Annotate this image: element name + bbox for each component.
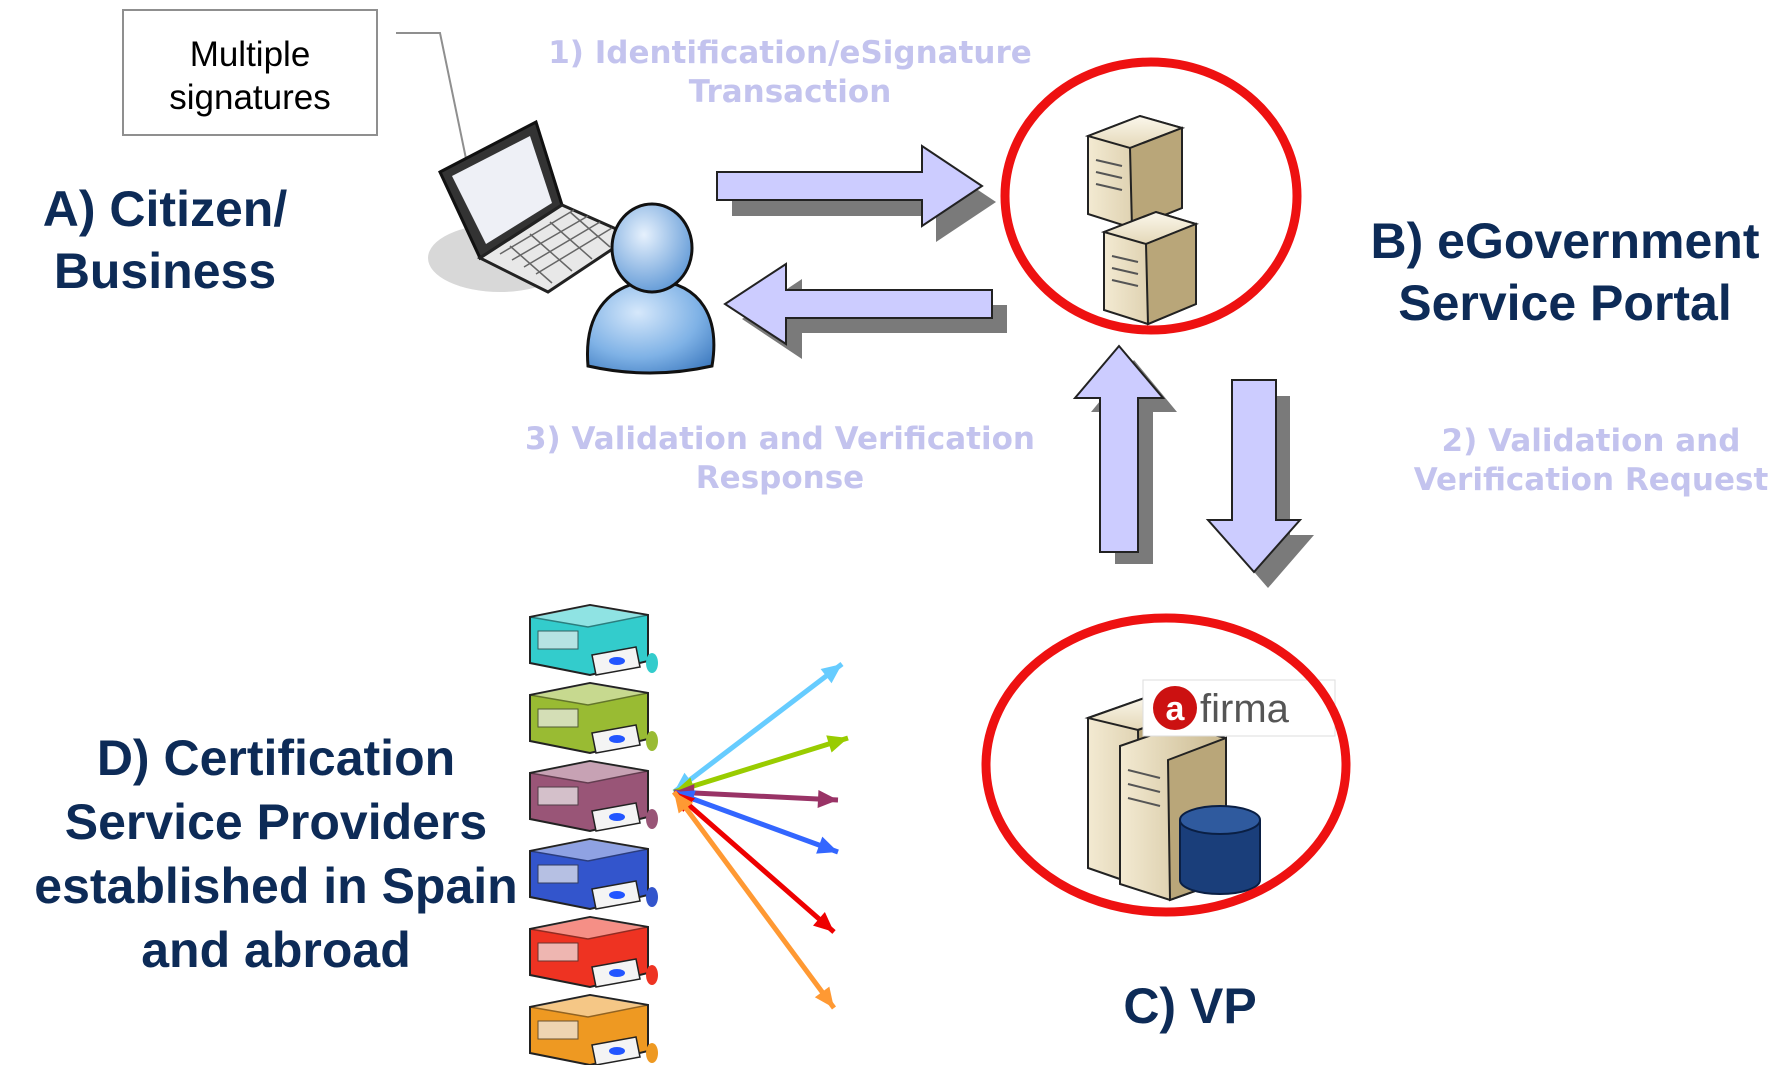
vp-highlight-circle	[981, 613, 1351, 917]
step-1-text: 1) Identification/eSignature Transaction	[548, 35, 1032, 110]
database-icon	[1179, 805, 1261, 895]
step-2-text: 2) Validation and Verification Request	[1413, 423, 1769, 498]
step-3-text: 3) Validation and Verification Response	[524, 421, 1035, 496]
laptop-icon	[428, 119, 636, 294]
vp-label: C) VP	[1123, 978, 1257, 1034]
multiple-signatures-callout: Multiple signatures	[122, 9, 378, 136]
citizen-label: A) Citizen/ Business	[42, 181, 288, 299]
csp-arrow	[672, 662, 844, 794]
arrow-response	[723, 262, 1007, 359]
portal-label: B) eGovernment Service Portal	[1370, 213, 1760, 331]
csp-server-stack	[529, 603, 658, 1065]
arrow-validation-response	[1072, 344, 1177, 564]
arrow-validation-request	[1205, 379, 1314, 588]
csp-arrow	[673, 783, 839, 809]
csp-server-icon	[529, 993, 658, 1065]
csp-arrow	[671, 790, 837, 1010]
csp-arrow-fan	[671, 662, 849, 1010]
csp-arrow	[672, 790, 836, 934]
user-icon	[586, 202, 716, 375]
csp-server-icon	[529, 681, 658, 755]
csp-server-icon	[529, 603, 658, 677]
callout-leader	[396, 32, 471, 179]
csp-arrow	[673, 735, 849, 795]
arrow-transaction	[716, 144, 996, 242]
afirma-logo: a firma	[1142, 679, 1336, 737]
portal-server-icon	[1084, 114, 1200, 326]
logo-text: firma	[1200, 687, 1290, 731]
portal-highlight-circle	[1000, 57, 1302, 335]
csp-label: D) Certification Service Providers estab…	[34, 730, 518, 978]
csp-server-icon	[529, 837, 658, 911]
callout-line-1: Multiple	[189, 35, 311, 74]
callout-line-2: signatures	[169, 78, 331, 117]
csp-server-icon	[529, 759, 658, 833]
svg-text:a: a	[1166, 690, 1186, 728]
csp-server-icon	[529, 915, 658, 989]
